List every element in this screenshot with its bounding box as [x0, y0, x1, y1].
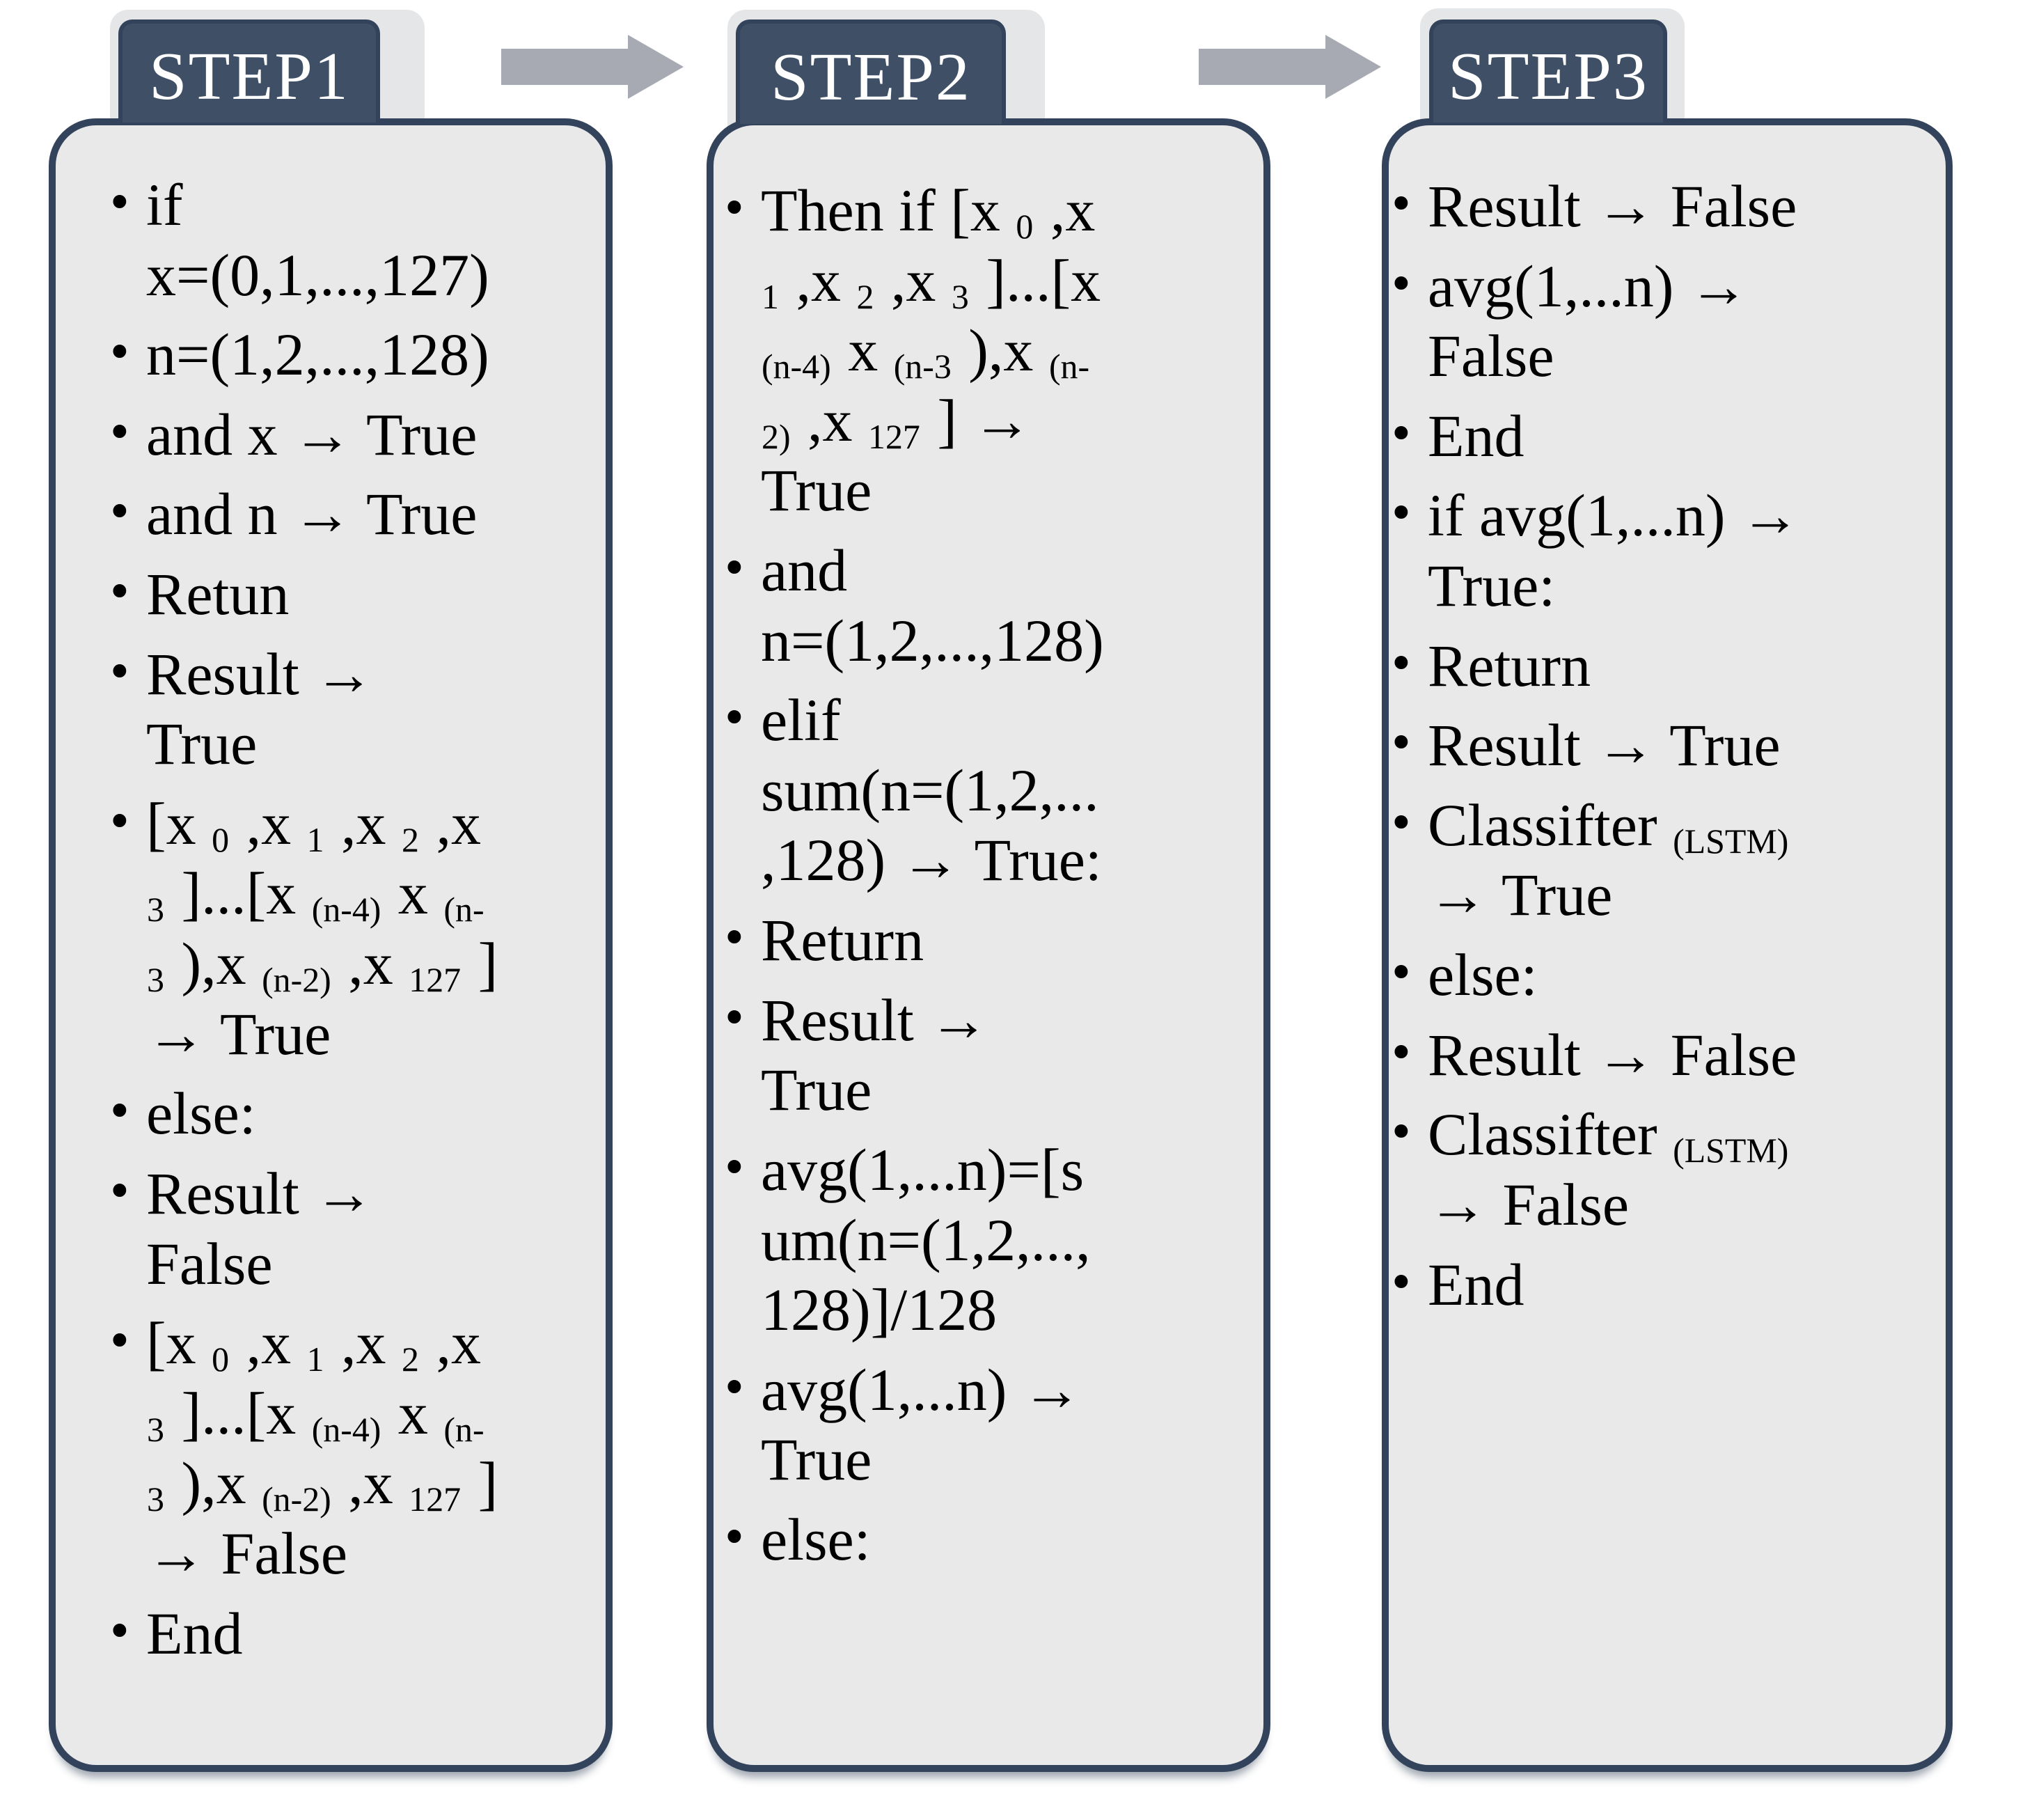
list-item: Then if [x 0 ,x 1 ,x 2 ,x 3 ]...[x (n-4)…	[725, 175, 1251, 526]
list-item: if x=(0,1,...,127)	[110, 170, 593, 310]
right-arrow-icon	[501, 35, 684, 99]
list-item: Return	[725, 905, 1251, 975]
list-item: Result → False	[110, 1159, 593, 1299]
list-item: and n=(1,2,...,128)	[725, 535, 1251, 675]
list-item: elif sum(n=(1,2,... ,128) → True:	[725, 685, 1251, 895]
list-item: Classifter (LSTM) → True	[1392, 790, 1933, 930]
step3-tab-label: STEP3	[1448, 39, 1648, 114]
right-arrow-icon	[1199, 35, 1381, 99]
list-item: [x 0 ,x 1 ,x 2 ,x 3 ]...[x (n-4) x (n- 3…	[110, 789, 593, 1069]
list-item: End	[1392, 401, 1933, 471]
list-item: [x 0 ,x 1 ,x 2 ,x 3 ]...[x (n-4) x (n- 3…	[110, 1308, 593, 1588]
step1-tab: STEP1	[118, 19, 380, 123]
list-item: End	[110, 1599, 593, 1669]
list-item: avg(1,...n) → True	[725, 1355, 1251, 1495]
step3-tab: STEP3	[1429, 19, 1667, 123]
list-item: Result → True	[725, 985, 1251, 1125]
step2-tab-label: STEP2	[771, 40, 971, 115]
step2-tab: STEP2	[736, 19, 1006, 124]
list-item: else:	[725, 1505, 1251, 1575]
list-item: Return	[1392, 631, 1933, 701]
step2-item-list: Then if [x 0 ,x 1 ,x 2 ,x 3 ]...[x (n-4)…	[714, 125, 1263, 1575]
list-item: Result → True	[1392, 710, 1933, 780]
list-item: avg(1,...n) → False	[1392, 251, 1933, 391]
step2-panel: Then if [x 0 ,x 1 ,x 2 ,x 3 ]...[x (n-4)…	[707, 118, 1270, 1772]
list-item: if avg(1,...n) → True:	[1392, 480, 1933, 620]
list-item: n=(1,2,...,128)	[110, 320, 593, 390]
list-item: avg(1,...n)=[s um(n=(1,2,..., 128)]/128	[725, 1135, 1251, 1345]
list-item: Retun	[110, 559, 593, 629]
list-item: Result → False	[1392, 171, 1933, 242]
step1-panel: if x=(0,1,...,127) n=(1,2,...,128) and x →…	[49, 118, 613, 1772]
step1-tab-label: STEP1	[149, 39, 349, 114]
step1-item-list: if x=(0,1,...,127) n=(1,2,...,128) and x →…	[56, 125, 606, 1668]
step3-item-list: Result → False avg(1,...n) → FalseEnd if a…	[1389, 125, 1946, 1319]
list-item: and n → True	[110, 479, 593, 549]
list-item: End	[1392, 1250, 1933, 1320]
list-item: else:	[1392, 940, 1933, 1010]
list-item: Classifter (LSTM) → False	[1392, 1099, 1933, 1239]
list-item: Result → False	[1392, 1020, 1933, 1090]
step3-panel: Result → False avg(1,...n) → FalseEnd if a…	[1382, 118, 1953, 1772]
list-item: Result → True	[110, 639, 593, 779]
list-item: and x → True	[110, 400, 593, 470]
list-item: else:	[110, 1078, 593, 1149]
